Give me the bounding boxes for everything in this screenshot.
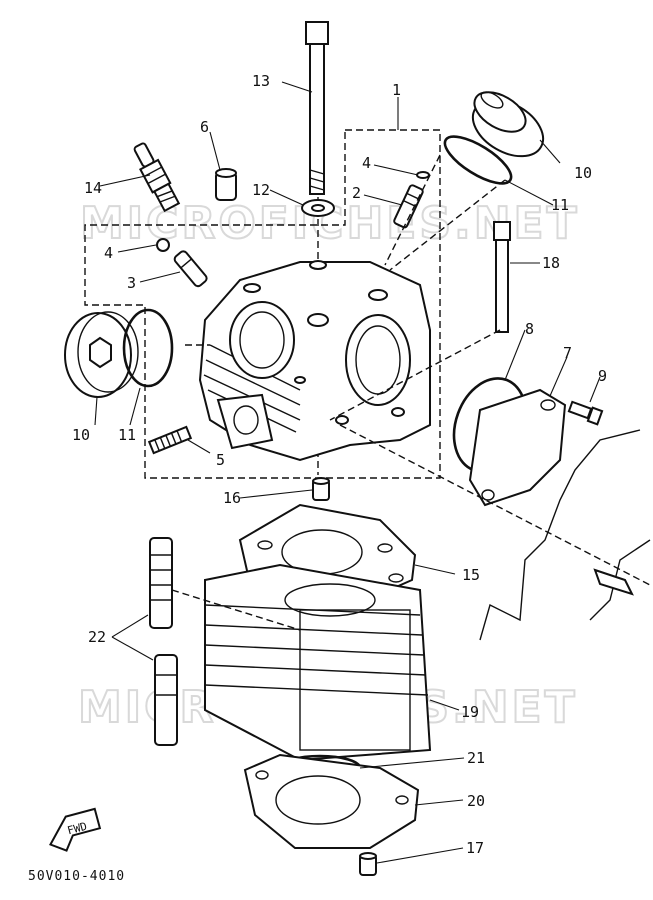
part-18-bolt <box>493 221 511 333</box>
callout-3: 3 <box>127 274 136 292</box>
part-17-dowel <box>359 852 377 876</box>
callout-17: 17 <box>466 839 484 857</box>
leader-lines <box>94 81 651 864</box>
guide-dashed-line <box>171 589 301 631</box>
callout-10-upper: 10 <box>574 164 592 182</box>
part-16-dowel <box>312 477 330 501</box>
part-9-bolt <box>567 400 604 426</box>
cylinder-head <box>198 260 431 462</box>
callout-6: 6 <box>200 118 209 136</box>
part-12-washer <box>301 199 335 217</box>
callout-16: 16 <box>223 489 241 507</box>
callout-22: 22 <box>88 628 106 646</box>
fwd-label: FWD <box>66 820 89 838</box>
part-10-cap-upper <box>471 91 545 158</box>
part-6-dowel-pin <box>215 168 237 201</box>
part-20-base-gasket <box>243 753 420 849</box>
callout-7: 7 <box>563 344 572 362</box>
diagram-code: 50V010-4010 <box>28 869 125 884</box>
callout-4-left: 4 <box>104 244 113 262</box>
callout-11-upper: 11 <box>551 196 569 214</box>
part-10-cap-left <box>64 311 139 398</box>
callout-1: 1 <box>392 81 401 99</box>
callout-11-left: 11 <box>118 426 136 444</box>
crankcase-outline <box>479 429 651 641</box>
callout-10-left: 10 <box>72 426 90 444</box>
part-4-pin-left <box>156 238 170 252</box>
callout-5: 5 <box>216 451 225 469</box>
callout-20: 20 <box>467 792 485 810</box>
part-4-pin-upper <box>416 171 430 179</box>
part-22-guide-lower <box>154 654 178 746</box>
part-2-valve-guide <box>393 184 424 229</box>
fwd-arrow-icon: FWD <box>49 807 102 852</box>
callout-21: 21 <box>467 749 485 767</box>
part-3-valve-guide <box>173 250 208 288</box>
part-13-stud-bolt <box>305 21 329 195</box>
cylinder-head-assembly-boundary <box>84 129 441 479</box>
callout-18: 18 <box>542 254 560 272</box>
callout-12: 12 <box>252 181 270 199</box>
part-11-o-ring-upper <box>443 135 513 185</box>
part-22-guide-upper <box>149 537 173 629</box>
part-11-o-ring-left <box>122 308 174 388</box>
callout-13: 13 <box>252 72 270 90</box>
callout-2: 2 <box>352 184 361 202</box>
part-19-cylinder <box>204 563 432 762</box>
callout-19: 19 <box>461 703 479 721</box>
callout-15: 15 <box>462 566 480 584</box>
callout-8: 8 <box>525 320 534 338</box>
part-14-spark-plug <box>133 142 181 213</box>
part-7-side-cover <box>468 388 567 507</box>
callout-9: 9 <box>598 367 607 385</box>
callout-4-upper: 4 <box>362 154 371 172</box>
part-5-stud-bolt <box>147 425 193 455</box>
callout-14: 14 <box>84 179 102 197</box>
